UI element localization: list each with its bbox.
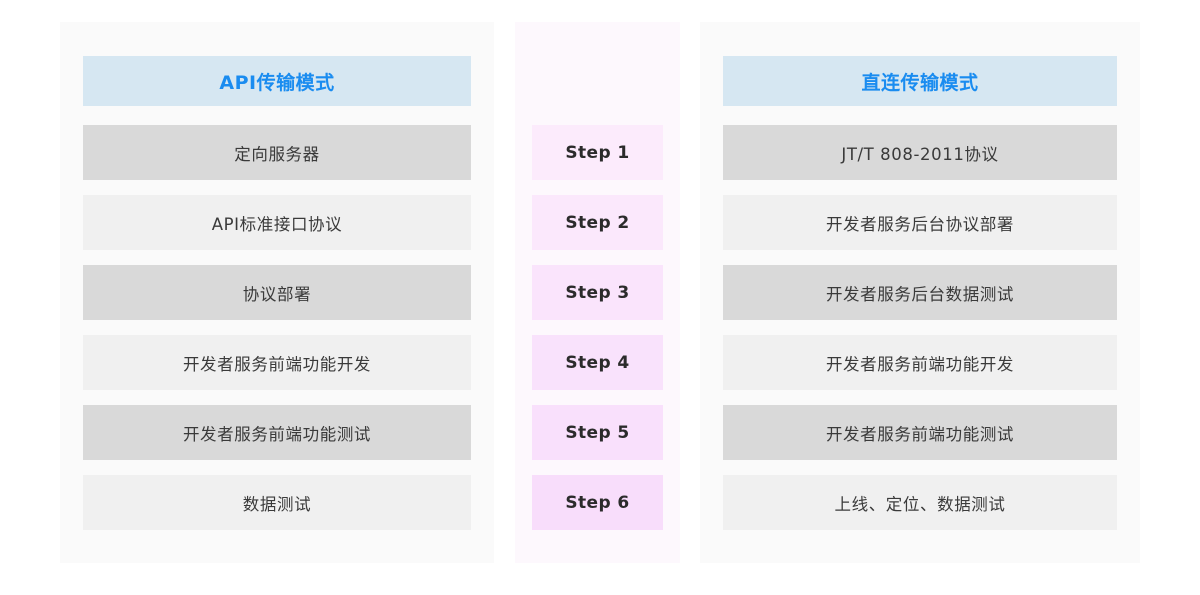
step-box-label: Step 5	[565, 422, 630, 443]
right-column-row-label: 上线、定位、数据测试	[834, 494, 1006, 514]
left-column-row: 数据测试	[83, 475, 471, 530]
step-box: Step 3	[532, 265, 663, 320]
left-column: API传输模式 定向服务器 API标准接口协议协议部署开发者服务前端功能开发开发者…	[83, 56, 471, 530]
right-column-row-label: 开发者服务前端功能测试	[825, 424, 1015, 444]
right-column-row-label: 开发者服务后台数据测试	[825, 284, 1015, 304]
left-column-row: 定向服务器	[83, 125, 471, 180]
left-column-row: 开发者服务前端功能开发	[83, 335, 471, 390]
left-column-row-label: 开发者服务前端功能开发	[182, 354, 372, 374]
panel-steps: Step 1 Step 2 Step 3 Step 4 Step 5 Step 6	[515, 22, 680, 563]
right-column-rows: JT/T 808-2011协议开发者服务后台协议部署开发者服务后台数据测试开发者…	[723, 125, 1117, 530]
step-box-label: Step 2	[565, 212, 630, 233]
step-column: Step 1 Step 2 Step 3 Step 4 Step 5 Step 6	[532, 125, 663, 530]
step-box: Step 1	[532, 125, 663, 180]
right-column-row: 上线、定位、数据测试	[723, 475, 1117, 530]
panel-direct-transmission-mode: 直连传输模式 JT/T 808-2011协议开发者服务后台协议部署开发者服务后台…	[700, 22, 1140, 563]
step-box-label: Step 4	[565, 352, 630, 373]
right-column-row: JT/T 808-2011协议	[723, 125, 1117, 180]
step-box: Step 6	[532, 475, 663, 530]
step-box-label: Step 1	[565, 142, 630, 163]
left-column-header: API传输模式	[83, 56, 471, 106]
right-column-row: 开发者服务前端功能测试	[723, 405, 1117, 460]
right-column-row-label: JT/T 808-2011协议	[841, 144, 999, 164]
left-column-row-label: 数据测试	[242, 494, 312, 514]
left-column-row-label: 协议部署	[242, 284, 312, 304]
right-column-row: 开发者服务后台数据测试	[723, 265, 1117, 320]
panel-api-transmission-mode: API传输模式 定向服务器 API标准接口协议协议部署开发者服务前端功能开发开发者…	[60, 22, 494, 563]
right-column-row-label: 开发者服务前端功能开发	[825, 354, 1015, 374]
left-column-row: API标准接口协议	[83, 195, 471, 250]
step-box-label: Step 6	[565, 492, 630, 513]
right-column: 直连传输模式 JT/T 808-2011协议开发者服务后台协议部署开发者服务后台…	[723, 56, 1117, 530]
left-column-rows: 定向服务器 API标准接口协议协议部署开发者服务前端功能开发开发者服务前端功能测试…	[83, 125, 471, 530]
step-box: Step 4	[532, 335, 663, 390]
right-column-row: 开发者服务前端功能开发	[723, 335, 1117, 390]
step-box: Step 5	[532, 405, 663, 460]
left-column-row: 协议部署	[83, 265, 471, 320]
left-column-row: 开发者服务前端功能测试	[83, 405, 471, 460]
step-box: Step 2	[532, 195, 663, 250]
step-column-rows: Step 1 Step 2 Step 3 Step 4 Step 5 Step 6	[532, 125, 663, 530]
right-column-row-label: 开发者服务后台协议部署	[825, 214, 1015, 234]
right-column-row: 开发者服务后台协议部署	[723, 195, 1117, 250]
right-column-header: 直连传输模式	[723, 56, 1117, 106]
step-box-label: Step 3	[565, 282, 630, 303]
left-column-row-label: 定向服务器	[234, 144, 320, 164]
left-column-row-label: API标准接口协议	[211, 214, 343, 234]
left-column-row-label: 开发者服务前端功能测试	[182, 424, 372, 444]
